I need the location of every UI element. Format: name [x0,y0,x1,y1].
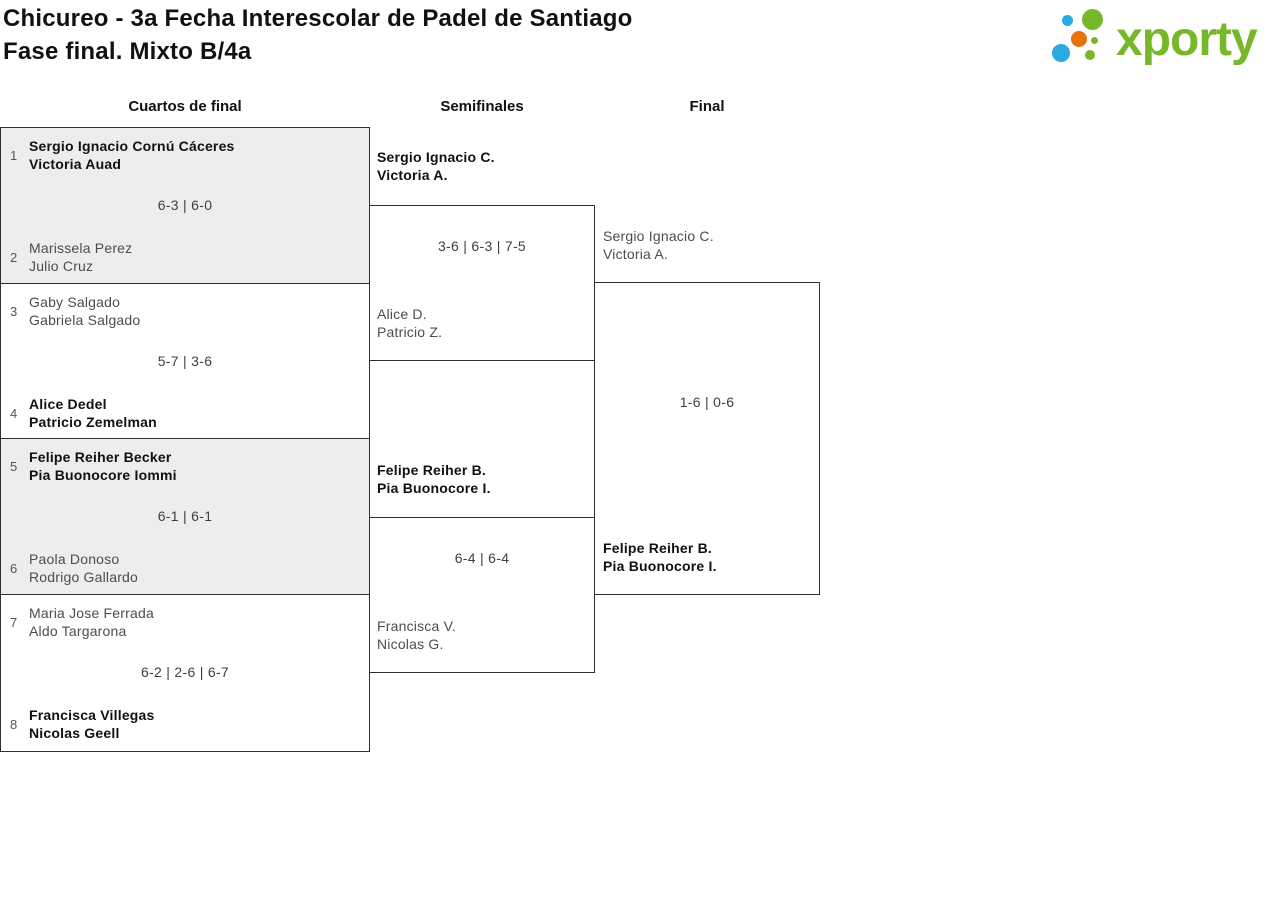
team-names: Gaby Salgado Gabriela Salgado [29,293,140,329]
player-name: Pia Buonocore I. [377,480,491,496]
team-row: 3 Gaby Salgado Gabriela Salgado [10,293,140,329]
player-name: Gabriela Salgado [29,312,141,328]
player-name: Gaby Salgado [29,294,121,310]
match-score: 6-3 | 6-0 [157,197,213,213]
player-name: Patricio Zemelman [29,414,157,430]
team-row: 1 Sergio Ignacio Cornú Cáceres Victoria … [10,137,235,173]
qf-match-3: 5 Felipe Reiher Becker Pia Buonocore Iom… [0,438,370,595]
team-names: Maria Jose Ferrada Aldo Targarona [29,604,154,640]
seed-number: 6 [10,560,18,576]
player-name: Pia Buonocore I. [603,558,717,574]
team-row: 2 Marissela Perez Julio Cruz [10,239,132,275]
player-name: Francisca Villegas [29,707,155,723]
round-header-final: Final [689,98,725,115]
player-name: Felipe Reiher B. [377,462,487,478]
seed-number: 4 [10,405,18,421]
final-match-box [594,282,820,595]
final-team-top: Sergio Ignacio C. Victoria A. [603,227,714,263]
logo-dot-icon [1071,31,1087,47]
player-name: Paola Donoso [29,551,120,567]
player-name: Patricio Z. [377,324,443,340]
team-names: Francisca Villegas Nicolas Geell [29,706,155,742]
seed-number: 1 [10,147,18,163]
team-names: Felipe Reiher Becker Pia Buonocore Iommi [29,448,177,484]
seed-number: 3 [10,303,18,319]
final-score: 1-6 | 0-6 [679,394,735,410]
player-name: Victoria Auad [29,156,122,172]
logo-dot-icon [1091,37,1098,44]
page-title: Chicureo - 3a Fecha Interescolar de Pade… [3,2,632,68]
match-score: 6-2 | 2-6 | 6-7 [140,664,230,680]
sf2-team-bottom: Francisca V. Nicolas G. [377,617,456,653]
player-name: Julio Cruz [29,258,94,274]
sf1-team-bottom: Alice D. Patricio Z. [377,305,442,341]
qf-match-1: 1 Sergio Ignacio Cornú Cáceres Victoria … [0,127,370,284]
player-name: Francisca V. [377,618,456,634]
logo-dot-icon [1085,50,1095,60]
qf-match-4: 7 Maria Jose Ferrada Aldo Targarona 6-2 … [0,594,370,752]
team-names: Sergio Ignacio Cornú Cáceres Victoria Au… [29,137,235,173]
player-name: Nicolas G. [377,636,444,652]
round-header-semifinales: Semifinales [440,98,524,115]
seed-number: 5 [10,458,18,474]
match-score: 6-1 | 6-1 [157,508,213,524]
sf1-team-top: Sergio Ignacio C. Victoria A. [377,148,495,184]
match-score: 5-7 | 3-6 [157,353,213,369]
player-name: Sergio Ignacio C. [603,228,714,244]
team-names: Marissela Perez Julio Cruz [29,239,132,275]
player-name: Felipe Reiher Becker [29,449,172,465]
final-team-bottom: Felipe Reiher B. Pia Buonocore I. [603,539,717,575]
player-name: Alice D. [377,306,427,322]
sf-match-2-box [369,517,595,673]
player-name: Sergio Ignacio Cornú Cáceres [29,138,235,154]
logo-dot-icon [1052,44,1070,62]
logo-wordmark: xporty [1116,13,1258,66]
round-header-cuartos: Cuartos de final [128,98,242,115]
team-row: 5 Felipe Reiher Becker Pia Buonocore Iom… [10,448,177,484]
phase-subtitle: Fase final. Mixto B/4a [3,38,252,65]
sf2-score: 6-4 | 6-4 [454,550,510,566]
team-row: 6 Paola Donoso Rodrigo Gallardo [10,550,138,586]
player-name: Felipe Reiher B. [603,540,713,556]
player-name: Alice Dedel [29,396,107,412]
player-name: Sergio Ignacio C. [377,149,495,165]
team-names: Paola Donoso Rodrigo Gallardo [29,550,138,586]
seed-number: 8 [10,716,18,732]
player-name: Victoria A. [377,167,448,183]
team-row: 4 Alice Dedel Patricio Zemelman [10,395,157,431]
seed-number: 7 [10,614,18,630]
player-name: Victoria A. [603,246,668,262]
team-names: Alice Dedel Patricio Zemelman [29,395,157,431]
logo-dot-icon [1062,15,1073,26]
tournament-title: Chicureo - 3a Fecha Interescolar de Pade… [3,5,633,32]
xporty-logo[interactable]: xporty [1050,0,1280,78]
team-row: 8 Francisca Villegas Nicolas Geell [10,706,155,742]
seed-number: 2 [10,249,18,265]
player-name: Aldo Targarona [29,623,127,639]
sf-match-1-box [369,205,595,361]
qf-match-2: 3 Gaby Salgado Gabriela Salgado 5-7 | 3-… [0,283,370,439]
sf1-score: 3-6 | 6-3 | 7-5 [437,238,527,254]
player-name: Pia Buonocore Iommi [29,467,177,483]
player-name: Maria Jose Ferrada [29,605,154,621]
logo-dot-icon [1082,9,1103,30]
player-name: Marissela Perez [29,240,133,256]
sf2-team-top: Felipe Reiher B. Pia Buonocore I. [377,461,491,497]
player-name: Rodrigo Gallardo [29,569,139,585]
player-name: Nicolas Geell [29,725,120,741]
team-row: 7 Maria Jose Ferrada Aldo Targarona [10,604,154,640]
